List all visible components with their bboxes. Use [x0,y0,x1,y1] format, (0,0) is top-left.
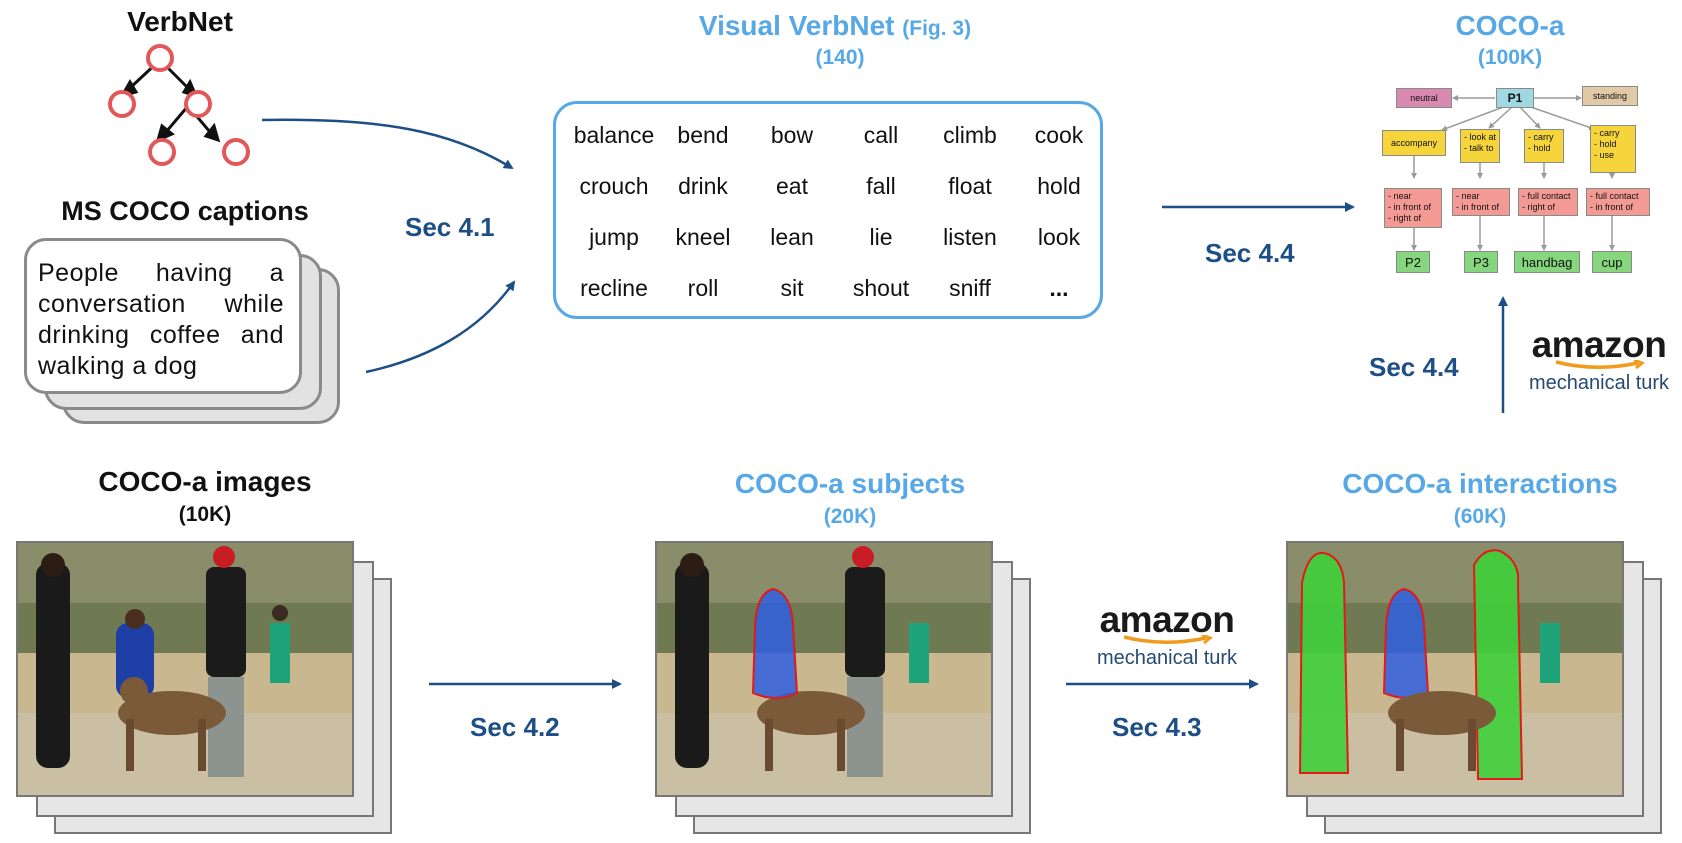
vvn-verb-box: balance bend bow call climb cook crouch drink ea… [553,101,1103,319]
verb-item: cook [1034,122,1084,148]
subjects-count: (20K) [823,505,877,528]
verb-item: hold [1037,173,1081,199]
vvn-title: Visual VerbNet (Fig. 3) [640,10,1030,42]
amazon-smile-icon [1123,635,1213,645]
graph-line: - hold [1528,143,1551,153]
section-label-4-1: Sec 4.1 [405,212,495,242]
amazon-smile-icon [1555,360,1645,370]
vvn-title-text: Visual VerbNet [698,10,895,41]
graph-line: - in front of [1388,202,1432,212]
mturk-logo-bottom: amazon mechanical turk [1092,599,1242,670]
graph-node-carry-hold-use: - carry - hold - use [1590,125,1636,173]
verb-item: climb [943,122,997,148]
graph-node-cup: cup [1592,251,1632,273]
section-label-4-2: Sec 4.2 [470,712,560,742]
graph-line: - in front of [1590,202,1634,212]
section-label-4-4-top: Sec 4.4 [1205,238,1295,268]
mturk-sub: mechanical turk [1528,372,1670,394]
verb-item: drink [678,173,728,199]
graph-node-accompany: accompany [1382,130,1446,156]
verb-item: float [948,173,992,199]
images-count: (10K) [178,503,232,526]
graph-node-rel-3: - full contact - right of [1518,188,1578,216]
graph-node-rel-2: - near - in front of [1452,188,1510,216]
graph-line: - full contact [1522,191,1571,201]
graph-line: - carry [1594,128,1620,138]
graph-line: - in front of [1456,202,1500,212]
caption-card [24,238,302,394]
verb-item: ... [1049,275,1069,301]
verb-item: sit [780,275,804,301]
mturk-logo-top: amazon mechanical turk [1526,324,1672,395]
verbnet-title: VerbNet [127,6,233,37]
mturk-sub: mechanical turk [1096,647,1238,669]
graph-node-rel-4: - full contact - in front of [1586,188,1650,216]
photo-subjects [655,541,993,797]
graph-node-p1: P1 [1496,88,1534,108]
caption-text: People having a conversation while drink… [38,259,284,380]
graph-node-p3: P3 [1464,251,1498,273]
graph-node-rel-1: - near - in front of - right of [1384,188,1442,228]
graph-line: - right of [1388,213,1422,223]
verb-item: kneel [675,224,731,250]
graph-node-look-talk: - look at - talk to [1460,129,1500,163]
graph-node-standing: standing [1582,86,1638,106]
verb-item: lie [869,224,893,250]
graph-line: - near [1388,191,1412,201]
park-scene-image [18,543,352,795]
verb-item: fall [866,173,896,199]
graph-line: - hold [1594,139,1617,149]
park-scene-subject-mask-image [657,543,991,795]
arrow-verbnet-to-vvn [261,118,514,170]
verb-item: recline [580,275,648,301]
captions-title: MS COCO captions [61,196,309,226]
section-label-4-3: Sec 4.3 [1112,712,1202,742]
section-label-4-4-side: Sec 4.4 [1369,352,1459,382]
arrow-captions-to-vvn [365,280,516,374]
interactions-title: COCO-a interactions [1342,468,1618,499]
verb-item: jump [589,224,639,250]
graph-node-p2: P2 [1396,251,1430,273]
mturk-word: amazon [1531,324,1667,365]
verb-item: roll [687,275,719,301]
verb-item: eat [776,173,808,199]
graph-line: - full contact [1590,191,1639,201]
subjects-title: COCO-a subjects [734,468,966,499]
verb-item: crouch [579,173,649,199]
verb-item: shout [852,275,910,301]
graph-line: - use [1594,150,1615,160]
images-title: COCO-a images [98,466,312,497]
graph-node-handbag: handbag [1514,251,1580,273]
graph-line: - talk to [1464,143,1494,153]
graph-node-neutral: neutral [1396,88,1452,108]
verbnet-tree-icon [108,44,250,166]
verb-item: lean [770,224,814,250]
graph-line: - carry [1528,132,1554,142]
photo-interactions [1286,541,1624,797]
park-scene-interaction-mask-image [1288,543,1622,795]
graph-node-carry-hold: - carry - hold [1524,129,1564,163]
verb-item: balance [573,122,655,148]
mturk-word: amazon [1099,599,1235,640]
photo-images [16,541,354,797]
verb-item: listen [943,224,997,250]
verb-item: bow [770,122,814,148]
interactions-count: (60K) [1453,505,1507,528]
cocoa-graph-edges [1411,95,1615,251]
cocoa-count: (100K) [1477,46,1543,69]
graph-line: - right of [1522,202,1556,212]
graph-line: - near [1456,191,1480,201]
vvn-fig-ref: (Fig. 3) [902,17,972,40]
cocoa-title: COCO-a [1455,10,1565,41]
vvn-count: (140) [815,46,865,69]
verb-item: look [1037,224,1081,250]
verb-item: sniff [949,275,991,301]
graph-line: - look at [1464,132,1497,142]
verb-item: call [863,122,899,148]
verb-item: bend [677,122,729,148]
